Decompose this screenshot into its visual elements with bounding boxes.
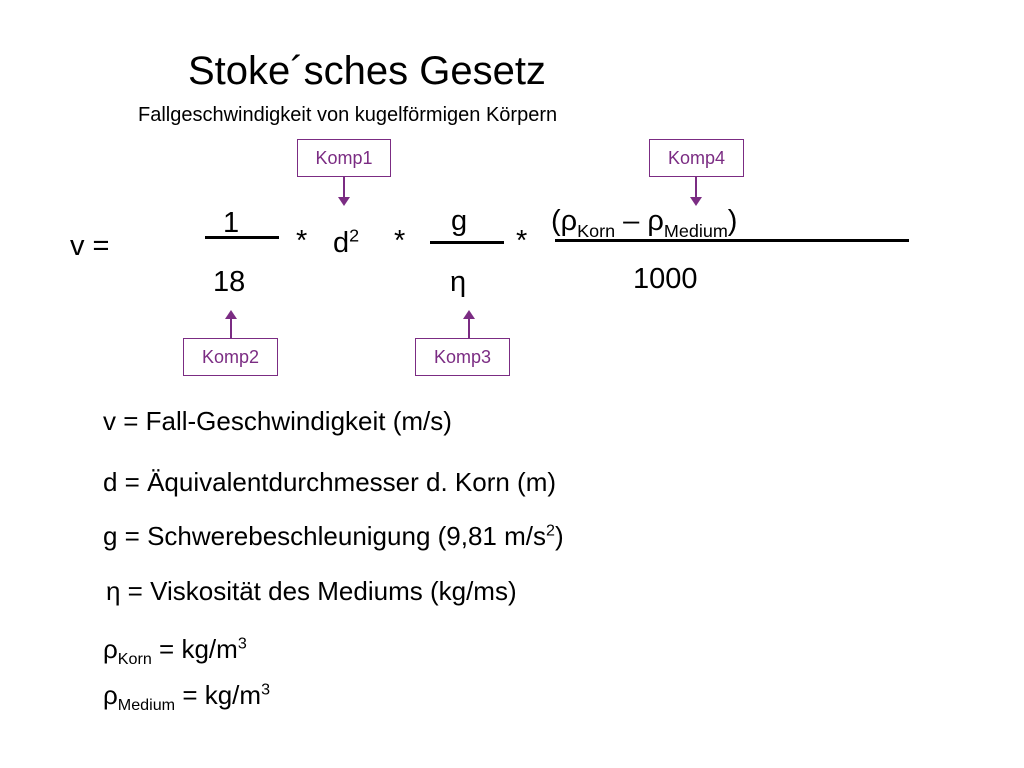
diameter-term: d2 [333, 225, 360, 259]
komp3-label: Komp3 [415, 338, 510, 376]
komp4-label: Komp4 [649, 139, 744, 177]
fraction3-bar [555, 239, 909, 242]
multiply-sign-1: * [296, 225, 308, 257]
komp3-arrow [463, 310, 475, 338]
definition-gravity: g = Schwerebeschleunigung (9,81 m/s2) [103, 521, 564, 551]
komp4-arrow [690, 177, 702, 206]
definition-diameter: d = Äquivalentdurchmesser d. Korn (m) [103, 467, 557, 497]
definition-rho-medium: ρMedium = kg/m3 [103, 680, 271, 715]
multiply-sign-2: * [394, 225, 406, 257]
definition-velocity: v = Fall-Geschwindigkeit (m/s) [103, 406, 452, 436]
komp2-label: Komp2 [183, 338, 278, 376]
multiply-sign-3: * [516, 225, 528, 257]
fraction1-numerator: 1 [223, 207, 240, 239]
slide-subtitle: Fallgeschwindigkeit von kugelförmigen Kö… [138, 104, 558, 126]
definition-viscosity: η = Viskosität des Mediums (kg/ms) [106, 576, 517, 606]
komp1-label: Komp1 [297, 139, 391, 177]
fraction2-bar [430, 241, 504, 244]
velocity-lhs: v = [70, 230, 110, 262]
fraction2-denominator: η [450, 266, 467, 298]
fraction2-numerator: g [451, 205, 468, 237]
slide-title: Stoke´sches Gesetz [188, 49, 546, 93]
fraction1-denominator: 18 [213, 266, 246, 298]
fraction1-bar [205, 236, 279, 239]
density-difference: (ρKorn – ρMedium) [551, 205, 738, 241]
definition-rho-korn: ρKorn = kg/m3 [103, 634, 247, 669]
komp1-arrow [338, 177, 350, 206]
fraction3-denominator: 1000 [633, 263, 698, 295]
komp2-arrow [225, 310, 237, 338]
